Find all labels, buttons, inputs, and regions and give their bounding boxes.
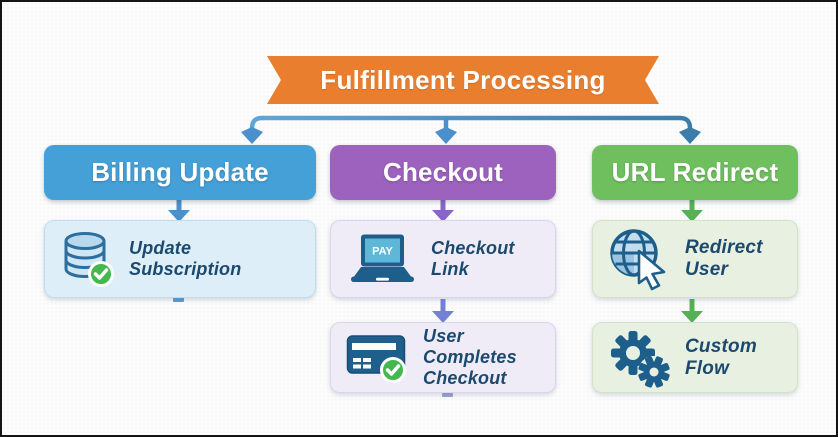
banner-title: Fulfillment Processing (320, 64, 606, 95)
header-checkout-label: Checkout (382, 157, 504, 187)
node-redirect-user: Redirect User (592, 220, 798, 298)
trunk-line (249, 115, 693, 132)
database-check-icon (64, 232, 114, 287)
laptop-pay-icon: PAY (351, 234, 414, 282)
arrowhead-to-url (679, 127, 701, 144)
banner-ribbon: Fulfillment Processing (267, 56, 659, 104)
arrowhead-to-billing (241, 127, 263, 144)
header-billing-update: Billing Update (44, 145, 316, 200)
check-badge-icon (88, 261, 114, 287)
node-user-completes-checkout: User Completes Checkout (330, 322, 556, 393)
node-user-completes-checkout-label: User Completes Checkout (423, 326, 517, 388)
gears-icon (611, 330, 670, 388)
cursor-arrow (637, 249, 666, 291)
node-checkout-link-label: Checkout Link (431, 238, 515, 279)
header-url-redirect-label: URL Redirect (611, 157, 779, 187)
credit-card-check-icon (346, 334, 406, 383)
node-update-subscription: Update Subscription (44, 220, 316, 298)
laptop-screen-text: PAY (372, 246, 393, 258)
node-custom-flow: Custom Flow (592, 322, 798, 393)
header-billing-update-label: Billing Update (91, 157, 269, 187)
node-update-subscription-label: Update Subscription (129, 238, 242, 279)
check-badge-icon (380, 356, 406, 383)
globe-cursor-icon (610, 229, 666, 291)
header-url-redirect: URL Redirect (592, 145, 798, 200)
node-redirect-user-label: Redirect User (685, 237, 763, 280)
node-custom-flow-label: Custom Flow (685, 335, 757, 379)
checkout-bottom-stub (442, 393, 453, 397)
header-checkout: Checkout (330, 145, 556, 200)
node-checkout-link: PAY Checkout Link (330, 220, 556, 298)
arrowhead-to-checkout (435, 127, 457, 144)
